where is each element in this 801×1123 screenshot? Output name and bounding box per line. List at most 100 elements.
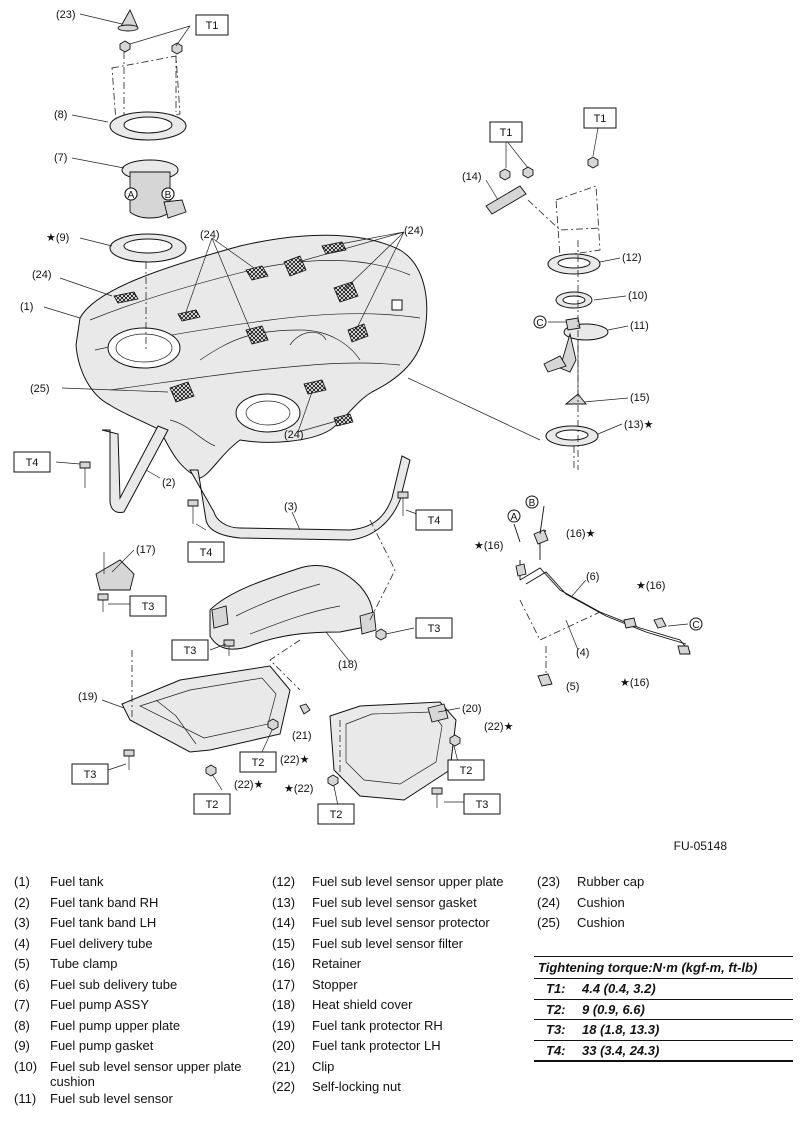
torque-label: T3 xyxy=(142,601,155,613)
connector-marks: A B C A B C xyxy=(124,187,703,631)
callout-11: (11) xyxy=(630,320,649,332)
legend-item: (12) Fuel sub level sensor upper plate xyxy=(272,872,532,893)
legend-item: (5)Tube clamp xyxy=(0,954,270,975)
tank-bands xyxy=(101,425,411,541)
torque-row: T2:9 (0.9, 6.6) xyxy=(534,1000,793,1020)
legend-item: (8)Fuel pump upper plate xyxy=(0,1016,270,1037)
star-mark: ★ xyxy=(636,580,646,592)
torque-box-t1-protector: T1 xyxy=(489,121,523,143)
legend-item: (3) Fuel tank band LH xyxy=(0,913,270,934)
callout-22-b: (22)★ xyxy=(234,779,264,791)
callout-20: (20) xyxy=(462,703,482,715)
star-mark: ★ xyxy=(254,779,264,791)
torque-value: 18 (1.8, 13.3) xyxy=(582,1022,660,1037)
torque-box-t2-rh-mid: T2 xyxy=(239,751,277,773)
torque-title: Tightening torque:N·m (kgf-m, ft-lb) xyxy=(534,956,793,979)
star-mark: ★ xyxy=(284,783,294,795)
callout-22-c: ★(22) xyxy=(284,783,313,795)
star-mark: ★ xyxy=(620,677,630,689)
torque-label: T1 xyxy=(594,113,607,125)
torque-box-t3-rh: T3 xyxy=(71,763,109,785)
torque-key: T3: xyxy=(546,1022,566,1037)
torque-row: T4:33 (3.4, 24.3) xyxy=(534,1041,793,1062)
legend-item-name: Fuel tank band LH xyxy=(50,915,157,930)
torque-label: T4 xyxy=(200,547,213,559)
callout-6: (6) xyxy=(586,571,599,583)
legend-item-name: Clip xyxy=(312,1058,335,1074)
legend-item-name: Fuel sub level sensor upper plate xyxy=(312,874,504,889)
legend-item: (1)Fuel tank xyxy=(0,872,270,893)
callout-16-a: (16)★ xyxy=(566,528,596,540)
callout-16-d: ★(16) xyxy=(620,677,649,689)
callout-16-num: (16) xyxy=(566,528,586,540)
legend-item: (18)Heat shield cover xyxy=(272,995,532,1016)
legend-item-name: Fuel sub level sensor xyxy=(50,1090,173,1106)
torque-box-t4-right: T4 xyxy=(415,509,453,531)
callout-4: (4) xyxy=(576,647,589,659)
legend-item-number: (21) xyxy=(272,1058,296,1074)
callout-15: (15) xyxy=(630,392,650,404)
star-mark: ★ xyxy=(300,754,310,766)
figure-code: FU-05148 xyxy=(673,839,727,853)
legend-item-number: (3) xyxy=(14,915,30,930)
legend-item-name: Stopper xyxy=(312,976,358,992)
legend-item-number: (22) xyxy=(272,1079,296,1094)
torque-label: T1 xyxy=(206,20,219,32)
torque-key: T2: xyxy=(546,1001,566,1017)
legend-item-name: Fuel pump upper plate xyxy=(50,1017,181,1033)
legend-item: (16)Retainer xyxy=(272,954,532,975)
callout-13-num: (13) xyxy=(624,419,644,431)
callout-16-num: (16) xyxy=(484,540,504,552)
legend-item-number: (17) xyxy=(272,976,296,992)
legend-item-number: (14) xyxy=(272,915,296,930)
mark-b: B xyxy=(529,498,536,509)
legend-item-number: (24) xyxy=(537,894,561,910)
legend-item-number: (4) xyxy=(14,935,30,951)
callout-2: (2) xyxy=(162,477,175,489)
legend-item-number: (6) xyxy=(14,976,30,992)
sub-level-sensor-stack xyxy=(485,156,609,470)
t2-nut-rh-bottom xyxy=(205,764,217,777)
legend-item-number: (15) xyxy=(272,935,296,951)
legend-item-name: Fuel tank protector RH xyxy=(312,1017,443,1033)
torque-box-t2-lh-right: T2 xyxy=(447,759,485,781)
legend-item-name: Fuel sub level sensor gasket xyxy=(312,894,477,910)
t4-bolts xyxy=(79,461,409,524)
star-mark: ★ xyxy=(474,540,484,552)
callout-16-num: (16) xyxy=(646,580,666,592)
t2-nut-rh xyxy=(267,718,279,731)
legend-column-1: (1)Fuel tank(2)Fuel tank band RH(3)Fuel … xyxy=(0,872,270,1109)
legend-item-name: Fuel pump gasket xyxy=(50,1038,154,1053)
torque-label: T3 xyxy=(476,799,489,811)
mark-a: A xyxy=(128,190,135,201)
legend-item-name: Fuel sub level sensor upper plate cushio… xyxy=(50,1058,242,1089)
callout-16-b: ★(16) xyxy=(474,540,503,552)
torque-box-t3-heatshield-left: T3 xyxy=(171,639,209,661)
torque-label: T3 xyxy=(84,769,97,781)
legend-item-name: Tube clamp xyxy=(50,956,118,971)
torque-box-t1-top: T1 xyxy=(195,14,229,36)
legend-item-name: Fuel tank band RH xyxy=(50,894,159,910)
legend-item: (10)Fuel sub level sensor upper plate cu… xyxy=(0,1057,270,1089)
torque-label: T2 xyxy=(460,765,473,777)
torque-label: T2 xyxy=(252,757,265,769)
legend-item: (20)Fuel tank protector LH xyxy=(272,1036,532,1057)
legend-item-number: (9) xyxy=(14,1038,30,1053)
mark-c: C xyxy=(536,318,543,329)
callout-24-c: (24) xyxy=(32,269,52,281)
callout-24-d: (24) xyxy=(284,429,304,441)
legend-item-name: Fuel sub delivery tube xyxy=(50,976,178,992)
legend-item-number: (12) xyxy=(272,874,296,889)
legend-item-name: Self-locking nut xyxy=(312,1079,401,1094)
torque-key: T4: xyxy=(546,1042,566,1058)
callout-18: (18) xyxy=(338,659,358,671)
callout-9-num: (9) xyxy=(56,232,69,244)
callout-24-b: (24) xyxy=(404,225,424,237)
callouts: (23) (8) (7) ★(9) (24) (24) (24) (24) (1… xyxy=(20,9,665,795)
callout-23: (23) xyxy=(56,9,76,21)
callout-19: (19) xyxy=(78,691,98,703)
torque-label: T1 xyxy=(500,127,513,139)
parts-legend: (1)Fuel tank(2)Fuel tank band RH(3)Fuel … xyxy=(0,872,801,1122)
legend-item: (19)Fuel tank protector RH xyxy=(272,1016,532,1037)
callout-22-d: (22)★ xyxy=(484,721,514,733)
